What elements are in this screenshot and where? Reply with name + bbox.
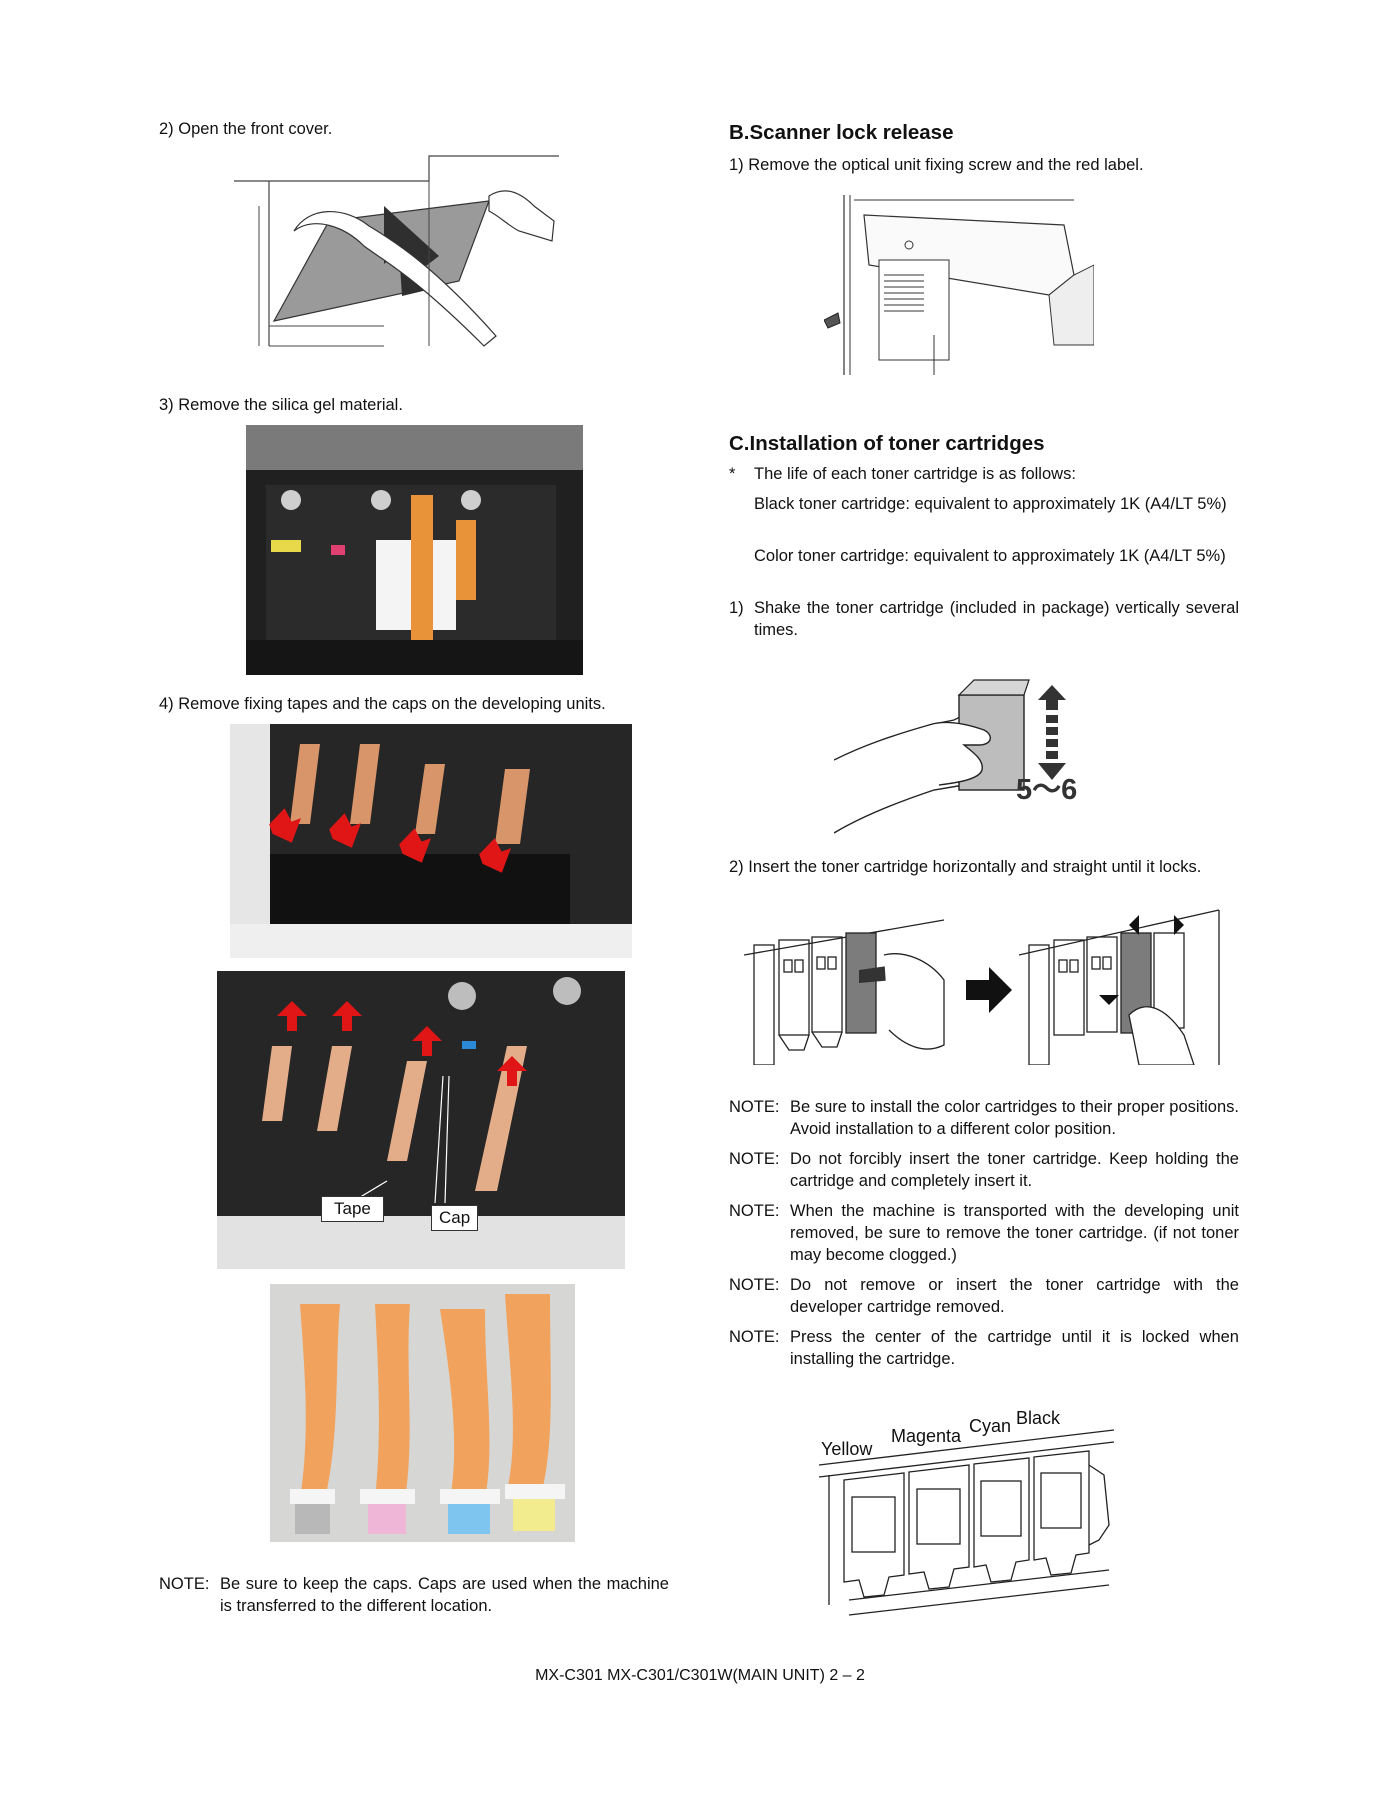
note-text: Do not remove or insert the toner cartri… (790, 1276, 1239, 1316)
section-b-title: B.Scanner lock release (729, 121, 954, 144)
front-cover-illustration (234, 155, 559, 347)
photo-silica-gel (246, 425, 583, 675)
page-footer: MX-C301 MX-C301/C301W(MAIN UNIT) 2 – 2 (535, 1667, 865, 1684)
cartridge-positions-illustration (819, 1429, 1115, 1616)
scanner-lock-illustration (824, 195, 1094, 375)
note-transport: NOTE: When the machine is transported wi… (729, 1201, 1239, 1266)
callout-tape: Tape (321, 1196, 384, 1223)
insert-cartridge-illustration (744, 909, 1220, 1065)
step-remove-silica-gel: 3) Remove the silica gel material. (159, 396, 403, 414)
note-proper-positions: NOTE: Be sure to install the color cartr… (729, 1097, 1239, 1141)
step-shake-num: 1) (729, 599, 744, 617)
photo-tapes-and-caps: Tape Cap (217, 971, 625, 1269)
step-remove-fixing-tapes: 4) Remove fixing tapes and the caps on t… (159, 695, 606, 713)
note-text: When the machine is transported with the… (790, 1202, 1239, 1264)
note-press-center: NOTE: Press the center of the cartridge … (729, 1327, 1239, 1371)
step-insert-cartridge: 2) Insert the toner cartridge horizontal… (729, 858, 1202, 876)
fixing-tapes-photo (230, 724, 632, 958)
label-black: Black (1016, 1408, 1061, 1428)
callout-cap: Cap (431, 1205, 479, 1232)
tapes-caps-photo (217, 971, 625, 1269)
figure-scanner-lock (824, 195, 1094, 375)
life-bullet: * (729, 465, 736, 483)
note-keep-caps: NOTE: Be sure to keep the caps. Caps are… (159, 1574, 669, 1618)
label-magenta: Magenta (891, 1426, 962, 1446)
step-open-front-cover: 2) Open the front cover. (159, 120, 333, 138)
note-text: Do not forcibly insert the toner cartrid… (790, 1150, 1239, 1190)
label-cyan: Cyan (969, 1416, 1012, 1436)
figure-insert-cartridge (744, 905, 1234, 1065)
note-label: NOTE: (729, 1150, 780, 1168)
step-remove-optical-screw: 1) Remove the optical unit fixing screw … (729, 156, 1144, 174)
note-label: NOTE: (729, 1202, 780, 1220)
figure-open-front-cover (234, 146, 559, 386)
shake-count-label: 5～6 (1016, 774, 1078, 806)
figure-cartridge-positions: Yellow Magenta Cyan Black (819, 1405, 1129, 1620)
step-shake-text: Shake the toner cartridge (included in p… (754, 599, 1239, 639)
photo-removed-tapes (270, 1284, 575, 1542)
note-text: Be sure to install the color cartridges … (790, 1098, 1239, 1138)
section-c-title: C.Installation of toner cartridges (729, 432, 1045, 455)
note-label: NOTE: (729, 1098, 780, 1116)
figure-shake-cartridge: 5～6 (834, 675, 1094, 835)
note-do-not-force: NOTE: Do not forcibly insert the toner c… (729, 1149, 1239, 1193)
silica-gel-photo (246, 425, 583, 675)
removed-tapes-photo (270, 1284, 575, 1542)
note-developer-removed: NOTE: Do not remove or insert the toner … (729, 1275, 1239, 1319)
life-color-toner: Color toner cartridge: equivalent to app… (754, 547, 1226, 565)
note-text: Press the center of the cartridge until … (790, 1328, 1239, 1368)
shake-cartridge-illustration (834, 679, 1066, 834)
photo-fixing-tapes (230, 724, 632, 958)
life-black-toner: Black toner cartridge: equivalent to app… (754, 495, 1227, 513)
life-intro: The life of each toner cartridge is as f… (754, 465, 1076, 483)
note-text: Be sure to keep the caps. Caps are used … (220, 1575, 669, 1615)
note-label: NOTE: (729, 1276, 780, 1294)
note-label: NOTE: (729, 1328, 780, 1346)
note-label: NOTE: (159, 1575, 210, 1593)
label-yellow: Yellow (821, 1439, 873, 1459)
